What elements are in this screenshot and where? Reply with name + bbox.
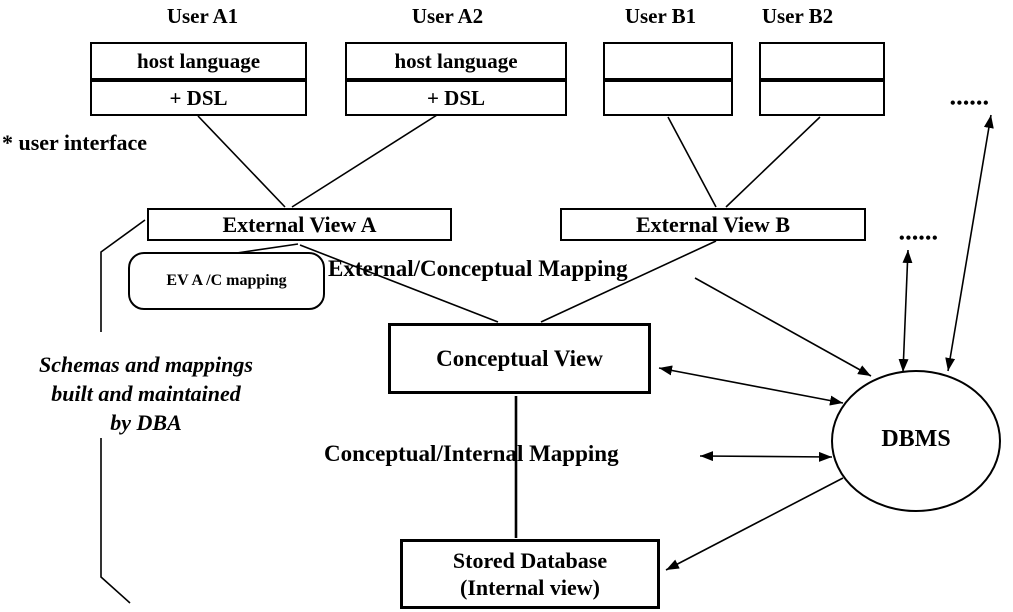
user-b2-upper-box <box>759 42 885 80</box>
user-a2-host-language-box: host language <box>345 42 567 80</box>
user-b1-lower-box <box>603 80 733 116</box>
dba-bracket-lower <box>100 438 131 604</box>
user-a1-dsl-box: + DSL <box>90 80 307 116</box>
arrow-ci-mapping-dbms <box>699 451 833 462</box>
line-usera1-to-external-view-a <box>197 115 286 208</box>
top-right-ellipsis: •••••• <box>950 95 990 112</box>
external-view-a-box: External View A <box>147 208 452 241</box>
line-userb1-to-external-view-b <box>667 116 717 208</box>
external-view-b-box: External View B <box>560 208 866 241</box>
conceptual-internal-mapping-label: Conceptual/Internal Mapping <box>324 441 619 466</box>
ev-ac-mapping-box: EV A /C mapping <box>128 252 325 310</box>
user-a1-title: User A1 <box>166 4 239 28</box>
dbms-label: DBMS <box>881 426 951 452</box>
user-b1-upper-box <box>603 42 733 80</box>
conceptual-view-box: Conceptual View <box>388 323 651 394</box>
dba-bracket-upper <box>100 219 146 332</box>
user-a2-dsl-box: + DSL <box>345 80 567 116</box>
arrow-dbms-to-stored-database <box>665 477 844 571</box>
schemas-note-line3: by DBA <box>110 410 182 435</box>
external-conceptual-mapping-label: External/Conceptual Mapping <box>328 256 628 281</box>
stored-database-line2: (Internal view) <box>460 575 600 600</box>
arrow-dbms-to-middle-dots <box>898 249 913 373</box>
user-a1-host-language-box: host language <box>90 42 307 80</box>
arrow-dbms-to-top-dots <box>945 114 994 372</box>
schemas-note-line1: Schemas and mappings <box>39 352 253 377</box>
arrow-ec-mapping-to-dbms <box>694 277 872 377</box>
user-a2-title: User A2 <box>411 4 484 28</box>
line-userb2-to-external-view-b <box>725 116 821 208</box>
user-b2-lower-box <box>759 80 885 116</box>
line-external-view-a-to-conceptual-view <box>299 244 499 323</box>
line-external-view-b-to-conceptual-view <box>540 240 717 323</box>
arrow-conceptual-view-dbms <box>658 365 844 406</box>
dbms-ellipse <box>831 370 1001 512</box>
middle-right-ellipsis: •••••• <box>899 230 939 247</box>
stored-database-line1: Stored Database <box>452 547 608 573</box>
user-interface-note: * user interface <box>2 130 147 155</box>
schemas-note-line2: built and maintained <box>51 381 241 406</box>
user-b1-title: User B1 <box>624 4 697 28</box>
stored-database-box: Stored Database (Internal view) <box>400 539 660 609</box>
line-usera2-to-external-view-a <box>291 114 438 208</box>
schemas-dba-note: Schemas and mappings built and maintaine… <box>8 350 284 437</box>
user-b2-title: User B2 <box>761 4 834 28</box>
